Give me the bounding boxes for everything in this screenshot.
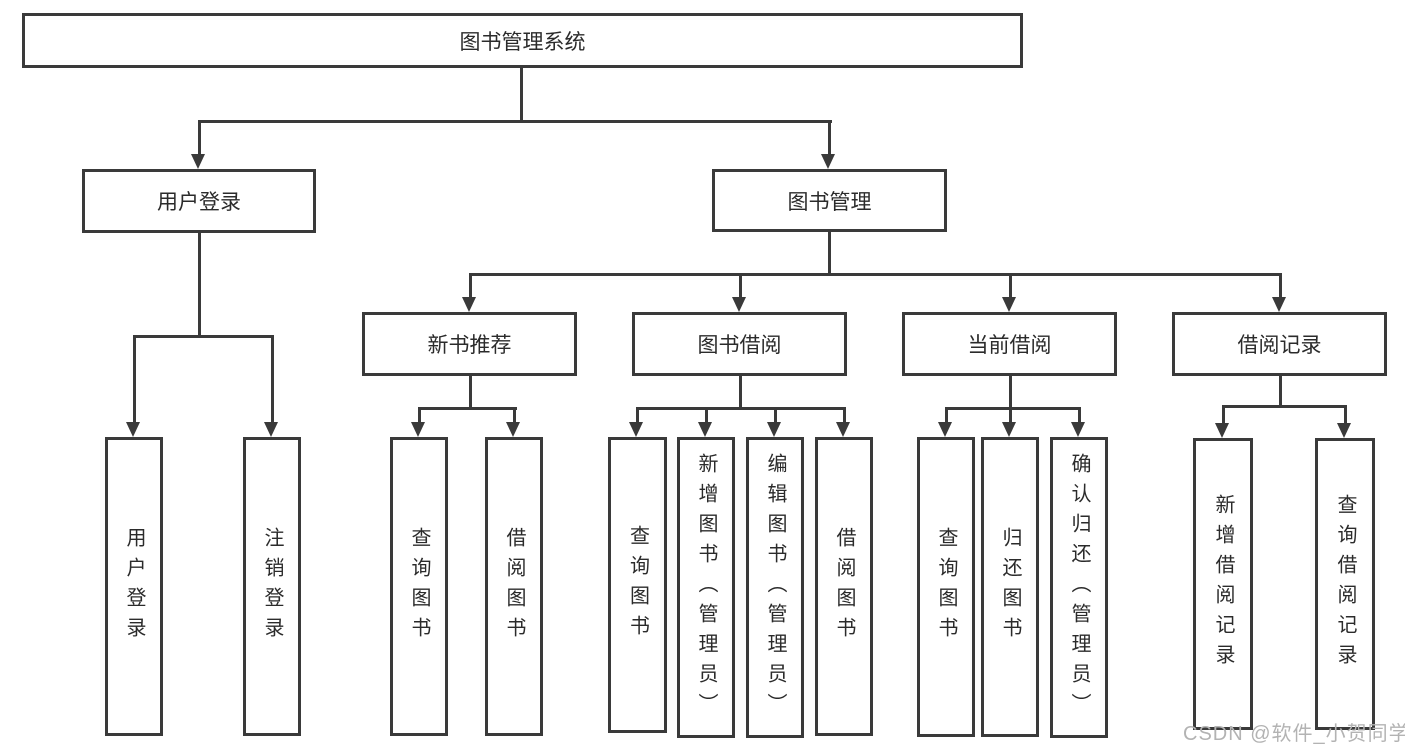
node-label: 借阅记录 xyxy=(1237,334,1322,357)
node-label: 借阅图书 xyxy=(503,526,525,647)
connector-line xyxy=(1078,407,1081,424)
node-bb-borrow: 借阅图书 xyxy=(815,437,873,736)
arrowhead-down-icon xyxy=(1215,423,1229,438)
node-label: 用户登录 xyxy=(123,526,145,647)
node-user-login: 用户登录 xyxy=(82,169,316,233)
connector-line xyxy=(198,233,201,337)
connector-line xyxy=(636,407,846,410)
node-label: 借阅图书 xyxy=(833,526,855,647)
connector-line xyxy=(1279,273,1282,299)
arrowhead-down-icon xyxy=(938,422,952,437)
connector-line xyxy=(469,273,472,299)
arrowhead-down-icon xyxy=(1337,423,1351,438)
watermark: CSDN @软件_小贺同学 xyxy=(1183,723,1405,745)
connector-line xyxy=(774,407,777,424)
connector-line xyxy=(1222,405,1347,408)
node-label: 用户登录 xyxy=(157,191,241,214)
arrowhead-down-icon xyxy=(836,422,850,437)
arrowhead-down-icon xyxy=(264,422,278,437)
connector-line xyxy=(1009,273,1012,299)
connector-line xyxy=(1222,405,1225,425)
node-label: 新书推荐 xyxy=(427,334,512,357)
node-label: 查询图书 xyxy=(626,525,649,645)
connector-line xyxy=(198,120,201,156)
arrowhead-down-icon xyxy=(1002,297,1016,312)
connector-line xyxy=(843,407,846,424)
arrowhead-down-icon xyxy=(698,422,712,437)
connector-line xyxy=(469,376,472,409)
connector-line xyxy=(1009,376,1012,409)
node-label: 新增借阅记录 xyxy=(1212,494,1234,674)
connector-line xyxy=(520,66,523,122)
node-label: 注销登录 xyxy=(261,526,283,647)
node-book-mgmt: 图书管理 xyxy=(712,169,947,232)
connector-line xyxy=(133,335,136,424)
connector-line xyxy=(418,407,517,410)
connector-line xyxy=(1279,376,1282,407)
node-leaf-logout: 注销登录 xyxy=(243,437,301,736)
arrowhead-down-icon xyxy=(1071,422,1085,437)
arrowhead-down-icon xyxy=(462,297,476,312)
node-label: 当前借阅 xyxy=(967,334,1052,357)
node-label: 归还图书 xyxy=(999,527,1021,647)
connector-line xyxy=(1344,405,1347,425)
node-label: 查询图书 xyxy=(408,526,430,647)
connector-line xyxy=(739,376,742,409)
connector-line xyxy=(945,407,948,424)
node-bb-query: 查询图书 xyxy=(608,437,667,733)
node-label: 确认归还（管理员） xyxy=(1068,452,1090,723)
node-nbr-query: 查询图书 xyxy=(390,437,448,736)
arrowhead-down-icon xyxy=(1272,297,1286,312)
connector-line xyxy=(133,335,274,338)
node-label: 图书借阅 xyxy=(697,334,782,357)
node-label: 编辑图书（管理员） xyxy=(764,452,786,723)
node-label: 图书管理 xyxy=(787,190,872,214)
connector-line xyxy=(705,407,708,424)
node-root: 图书管理系统 xyxy=(22,13,1023,68)
connector-line xyxy=(418,407,421,424)
node-label: 图书管理系统 xyxy=(459,30,586,54)
connector-line xyxy=(513,407,516,424)
node-book-borrow: 图书借阅 xyxy=(632,312,847,376)
node-borrow-record: 借阅记录 xyxy=(1172,312,1387,376)
node-cb-return: 归还图书 xyxy=(981,437,1039,737)
arrowhead-down-icon xyxy=(1002,422,1016,437)
arrowhead-down-icon xyxy=(191,154,205,169)
node-bb-edit: 编辑图书（管理员） xyxy=(746,437,804,738)
connector-line xyxy=(828,232,831,275)
node-leaf-user-login: 用户登录 xyxy=(105,437,163,736)
connector-line xyxy=(828,120,831,156)
arrowhead-down-icon xyxy=(126,422,140,437)
arrowhead-down-icon xyxy=(767,422,781,437)
arrowhead-down-icon xyxy=(629,422,643,437)
node-new-book-rec: 新书推荐 xyxy=(362,312,577,376)
connector-line xyxy=(1009,407,1012,424)
node-current-borrow: 当前借阅 xyxy=(902,312,1117,376)
arrowhead-down-icon xyxy=(821,154,835,169)
connector-line xyxy=(271,335,274,424)
node-label: 查询借阅记录 xyxy=(1334,494,1356,674)
node-cb-query: 查询图书 xyxy=(917,437,975,737)
node-nbr-borrow: 借阅图书 xyxy=(485,437,543,736)
node-bb-add: 新增图书（管理员） xyxy=(677,437,735,738)
arrowhead-down-icon xyxy=(411,422,425,437)
connector-line xyxy=(739,273,742,299)
node-br-add: 新增借阅记录 xyxy=(1193,438,1253,730)
node-br-query: 查询借阅记录 xyxy=(1315,438,1375,730)
node-label: 查询图书 xyxy=(935,527,957,647)
node-label: 新增图书（管理员） xyxy=(695,452,717,723)
connector-line xyxy=(945,407,1081,410)
arrowhead-down-icon xyxy=(732,297,746,312)
node-cb-confirm: 确认归还（管理员） xyxy=(1050,437,1108,738)
connector-line xyxy=(198,120,832,123)
arrowhead-down-icon xyxy=(506,422,520,437)
connector-line xyxy=(469,273,1282,276)
connector-line xyxy=(636,407,639,424)
